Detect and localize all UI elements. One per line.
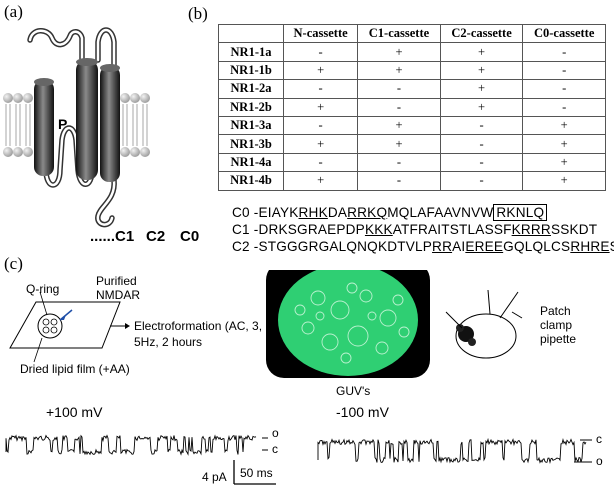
table-cell: + [282, 60, 359, 81]
lipid-film-label: Dried lipid film (+AA) [20, 362, 130, 376]
scale-current-label: 4 pA [202, 470, 227, 484]
table-row: NR1-3b++-+ [218, 134, 606, 154]
row-label: NR1-1b [218, 60, 284, 81]
table-header: C1-cassette [357, 23, 441, 44]
table-cell: + [282, 171, 359, 191]
closed-label-pos: c [272, 442, 278, 456]
row-label: NR1-2a [218, 79, 284, 99]
table-row: NR1-1a-++- [218, 42, 606, 62]
table-header [218, 23, 284, 44]
row-label: NR1-4a [218, 152, 284, 173]
receptor-topology-diagram [3, 27, 150, 228]
patched-membrane-blob [456, 324, 476, 346]
table-cell: - [357, 97, 441, 117]
cterm-label-c0: C0 [180, 228, 200, 245]
voltage-label-neg: -100 mV [336, 404, 389, 420]
lipid-bilayer [3, 93, 150, 157]
table-cell: + [282, 134, 359, 154]
current-trace-neg [317, 437, 587, 464]
guv-vesicle [455, 313, 517, 359]
table-cell: - [522, 79, 606, 99]
open-label-neg: o [596, 454, 603, 468]
table-row: NR1-2a--+- [218, 79, 606, 99]
table-header: C0-cassette [522, 23, 606, 44]
current-trace-pos [5, 434, 257, 456]
table-cell: - [522, 42, 606, 62]
panel-label-b: (b) [188, 4, 208, 23]
boxed-motif: RKNLQ [493, 204, 548, 221]
sequence-c2: C2 -STGGGRGALQNQKDTVLPRRAIEREEGQLQLCSRHR… [232, 239, 614, 254]
pipette-icon [487, 289, 491, 315]
table-cell: + [522, 152, 606, 173]
table-cell: - [439, 134, 524, 154]
table-cell: - [357, 79, 441, 99]
cterm-label-c2: C2 [146, 228, 166, 245]
row-label: NR1-3a [218, 115, 284, 136]
guv-label: GUV's [336, 384, 371, 398]
table-cell: + [522, 134, 606, 154]
row-label: NR1-2b [218, 97, 284, 117]
voltage-label-pos: +100 mV [46, 404, 103, 420]
open-label-pos: o [272, 426, 279, 440]
row-label: NR1-4b [218, 171, 284, 191]
table-cell: - [439, 115, 524, 136]
guv-micrograph [278, 270, 418, 376]
table-cell: - [439, 171, 524, 191]
table-row: NR1-4b+--+ [218, 171, 606, 191]
table-header-row: N-cassette C1-cassette C2-cassette C0-ca… [218, 23, 606, 44]
row-label: NR1-3b [218, 134, 284, 154]
table-cell: + [357, 115, 441, 136]
table-header: C2-cassette [439, 23, 524, 44]
table-cell: + [357, 134, 441, 154]
table-cell: - [282, 152, 359, 173]
qring-label: Q-ring [26, 282, 60, 296]
sequence-c1: C1 -DRKSGRAEPDPKKKATFRAITSTLASSFKRRRSSKD… [232, 222, 598, 237]
pore-label: P [58, 116, 68, 132]
table-cell: - [282, 42, 359, 62]
table-cell: - [282, 79, 359, 99]
table-cell: - [357, 171, 441, 191]
table-cell: - [522, 97, 606, 117]
qring-protein [37, 313, 63, 339]
table-cell: + [357, 42, 441, 62]
table-row: NR1-3a-+-+ [218, 115, 606, 136]
panel-label-a: (a) [4, 2, 23, 21]
table-cell: + [439, 97, 524, 117]
panel-label-c: (c) [4, 254, 23, 273]
table-cell: + [522, 171, 606, 191]
table-row: NR1-1b+++- [218, 60, 606, 81]
lipid-film-slide [9, 301, 121, 349]
table-cell: - [522, 60, 606, 81]
cassette-table: N-cassette C1-cassette C2-cassette C0-ca… [218, 23, 606, 191]
table-cell: + [439, 79, 524, 99]
table-cell: - [282, 115, 359, 136]
row-label: NR1-1a [218, 42, 284, 62]
purified-nmdar-label: Purified NMDAR [96, 274, 140, 302]
table-cell: + [439, 42, 524, 62]
electroformation-label: Electroformation (AC, 3, 5Hz, 2 hours [134, 319, 263, 349]
table-header: N-cassette [282, 23, 359, 44]
table-cell: - [357, 152, 441, 173]
closed-label-neg: c [596, 432, 602, 446]
table-row: NR1-4a---+ [218, 152, 606, 173]
table-cell: + [439, 60, 524, 81]
guv-schematic [9, 270, 523, 378]
scale-time-label: 50 ms [240, 466, 273, 480]
cterm-label-c1: ......C1 [90, 228, 135, 245]
table-cell: - [439, 152, 524, 173]
patch-clamp-label: Patch clamp pipette [540, 304, 577, 346]
table-cell: + [357, 60, 441, 81]
table-cell: + [522, 115, 606, 136]
single-channel-traces [5, 434, 592, 485]
table-row: NR1-2b+-+- [218, 97, 606, 117]
transmembrane-helices [34, 58, 120, 182]
table-cell: + [282, 97, 359, 117]
